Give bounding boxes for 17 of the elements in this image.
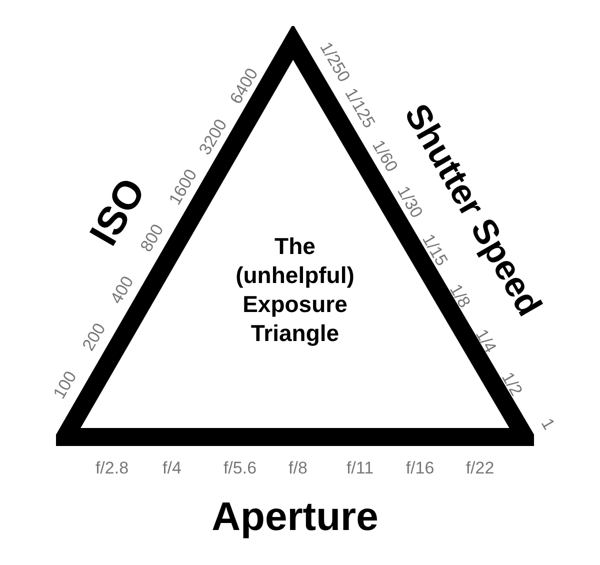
tick-label: 1/2 <box>498 370 526 398</box>
tick-label: 200 <box>80 320 108 354</box>
tick-label: f/4 <box>162 460 182 476</box>
tick-label: 400 <box>108 273 136 307</box>
tick-label: 100 <box>50 368 80 402</box>
tick-label: 1/4 <box>472 326 500 356</box>
tick-label: f/11 <box>346 460 374 476</box>
tick-label: f/16 <box>406 460 434 476</box>
tick-label: f/2.8 <box>95 460 129 476</box>
triangle-title: The (unhelpful) Exposure Triangle <box>234 232 356 348</box>
tick-label: f/22 <box>466 460 494 476</box>
axis-title: Aperture <box>212 497 378 537</box>
tick-label: 800 <box>138 221 166 255</box>
tick-label: f/5.6 <box>223 460 257 476</box>
tick-label: f/8 <box>288 460 308 476</box>
tick-label: 1/8 <box>446 282 474 310</box>
tick-label: 1 <box>538 416 558 432</box>
